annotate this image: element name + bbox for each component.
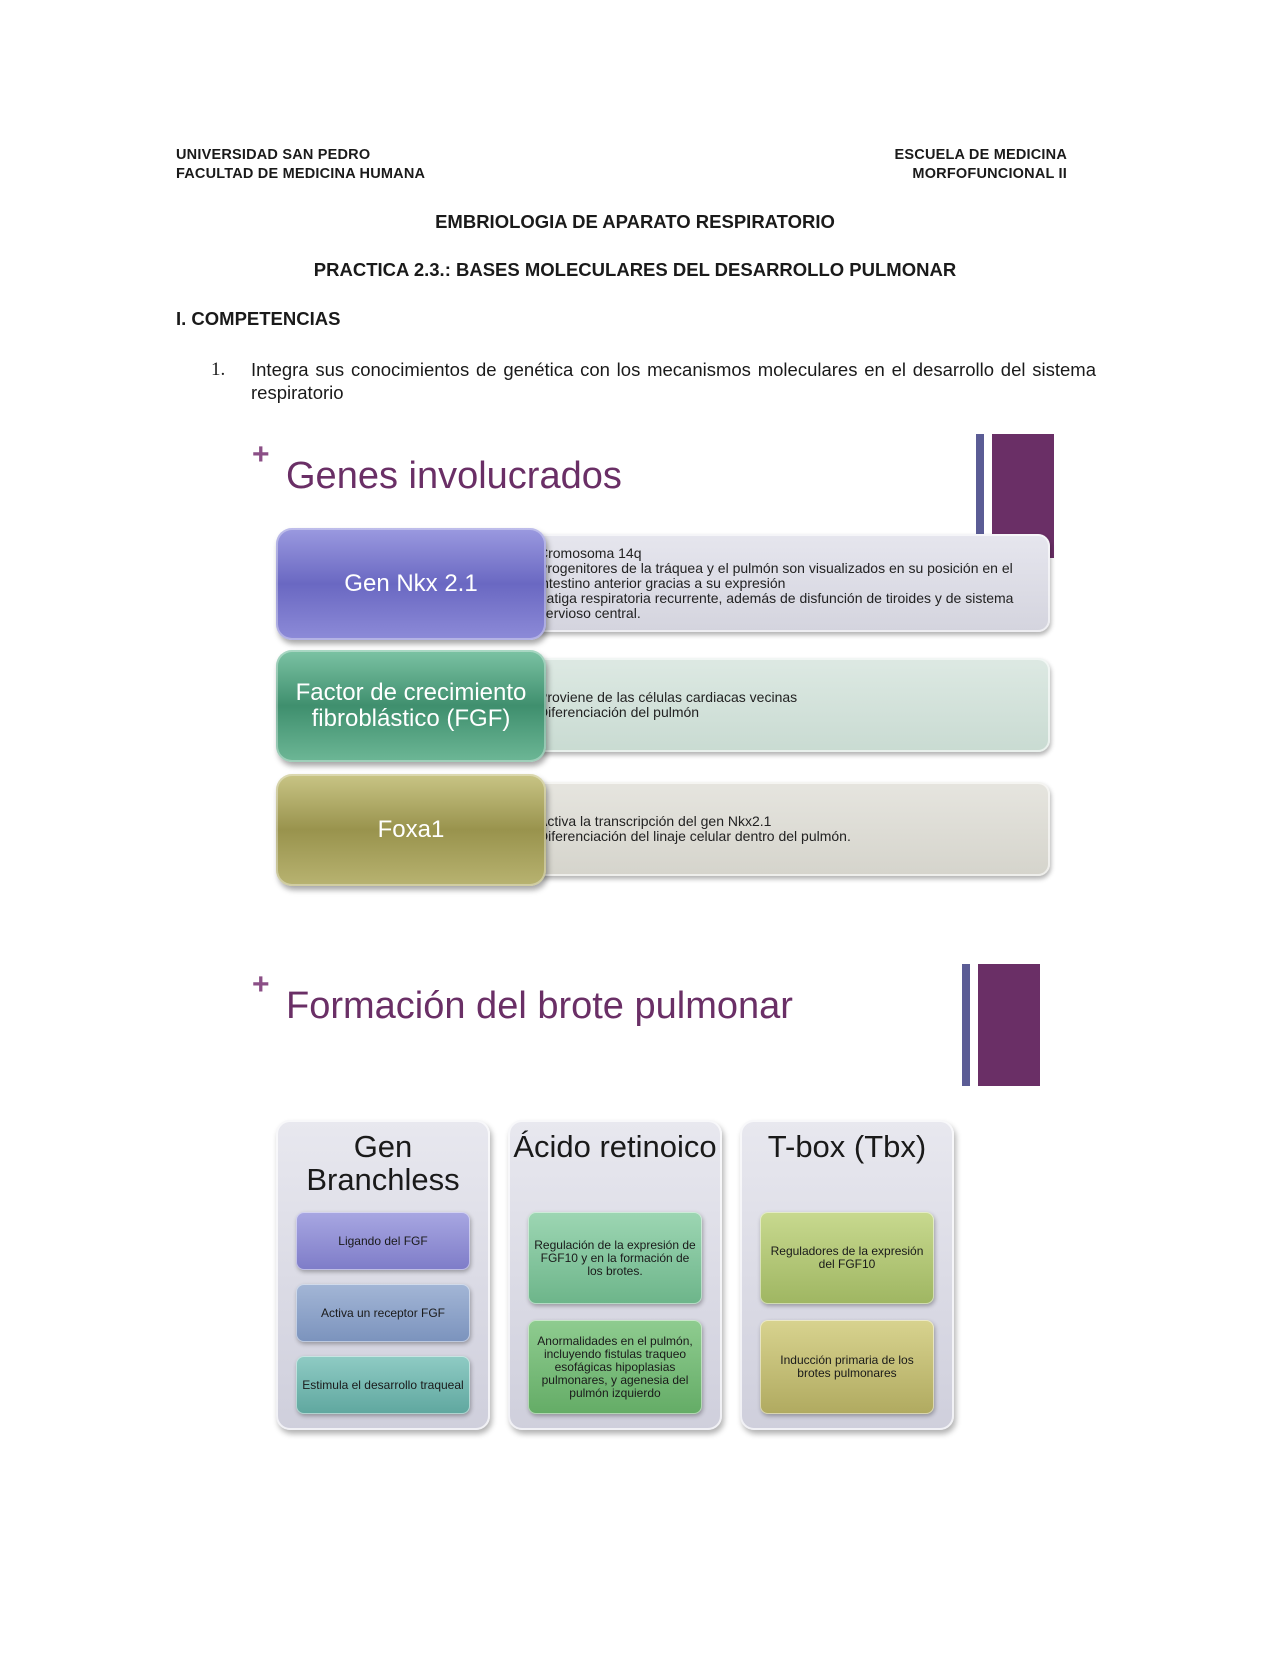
item-box: Activa un receptor FGF (296, 1284, 470, 1342)
accent-bar-thin (962, 964, 970, 1086)
column-t-box: T-box (Tbx) Reguladores de la expresión … (740, 1120, 954, 1430)
plus-icon: + (252, 968, 270, 1001)
slide-formacion-brote: + Formación del brote pulmonar Gen Branc… (240, 964, 1060, 1430)
gene-label-box: Gen Nkx 2.1 (276, 528, 546, 640)
header-right: ESCUELA DE MEDICINA MORFOFUNCIONAL II (895, 146, 1067, 184)
bullet-text: Activa la transcripción del gen Nkx2.1 (528, 814, 1040, 830)
gene-description-box: Activa la transcripción del gen Nkx2.1 D… (508, 782, 1050, 876)
list-number: 1. (211, 359, 226, 380)
gene-label-box: Factor de crecimiento fibroblástico (FGF… (276, 650, 546, 762)
competencia-text: Integra sus conocimientos de genética co… (251, 359, 1096, 403)
column-title: Ácido retinoico (513, 1129, 717, 1164)
gene-label-box: Foxa1 (276, 774, 546, 886)
course-name: MORFOFUNCIONAL II (912, 166, 1067, 182)
column-gen-branchless: Gen Branchless Ligando del FGF Activa un… (276, 1120, 490, 1430)
header-left: UNIVERSIDAD SAN PEDRO FACULTAD DE MEDICI… (176, 146, 425, 184)
column-acido-retinoico: Ácido retinoico Regulación de la expresi… (508, 1120, 722, 1430)
slide-genes-involucrados: + Genes involucrados Cromosoma 14q Proge… (240, 434, 1060, 920)
slide-title: Genes involucrados (286, 455, 622, 497)
practice-title: PRACTICA 2.3.: BASES MOLECULARES DEL DES… (313, 259, 957, 280)
section-heading-competencias: I. COMPETENCIAS (176, 308, 341, 329)
school-name: ESCUELA DE MEDICINA (894, 147, 1067, 163)
gene-description-box: Proviene de las células cardiacas vecina… (508, 658, 1050, 752)
gene-description-box: Cromosoma 14q Progenitores de la tráquea… (508, 534, 1050, 632)
document-title: EMBRIOLOGIA DE APARATO RESPIRATORIO (435, 211, 835, 232)
accent-bar-thin (976, 434, 984, 538)
slide-title: Formación del brote pulmonar (286, 985, 793, 1027)
column-title: Gen Branchless (306, 1129, 460, 1197)
bullet-text: Fatiga respiratoria recurrente, además d… (528, 590, 1040, 621)
university-name: UNIVERSIDAD SAN PEDRO (176, 147, 371, 163)
bullet-text: Cromosoma 14q (528, 545, 1040, 561)
item-box: Inducción primaria de los brotes pulmona… (760, 1320, 934, 1414)
item-box: Estimula el desarrollo traqueal (296, 1356, 470, 1414)
bullet-text: Proviene de las células cardiacas vecina… (528, 690, 1040, 706)
column-title: T-box (Tbx) (767, 1129, 927, 1164)
bullet-text: Diferenciación del linaje celular dentro… (528, 829, 1040, 845)
item-box: Reguladores de la expresión del FGF10 (760, 1212, 934, 1304)
faculty-name: FACULTAD DE MEDICINA HUMANA (176, 166, 426, 182)
competencia-item: 1. Integra sus conocimientos de genética… (211, 358, 1096, 404)
accent-bar-thick (978, 964, 1040, 1086)
bullet-text: Progenitores de la tráquea y el pulmón s… (528, 560, 1040, 591)
item-box: Regulación de la expresión de FGF10 y en… (528, 1212, 702, 1304)
bullet-text: Diferenciación del pulmón (528, 705, 1040, 721)
item-box: Anormalidades en el pulmón, incluyendo f… (528, 1320, 702, 1414)
plus-icon: + (252, 438, 270, 471)
item-box: Ligando del FGF (296, 1212, 470, 1270)
